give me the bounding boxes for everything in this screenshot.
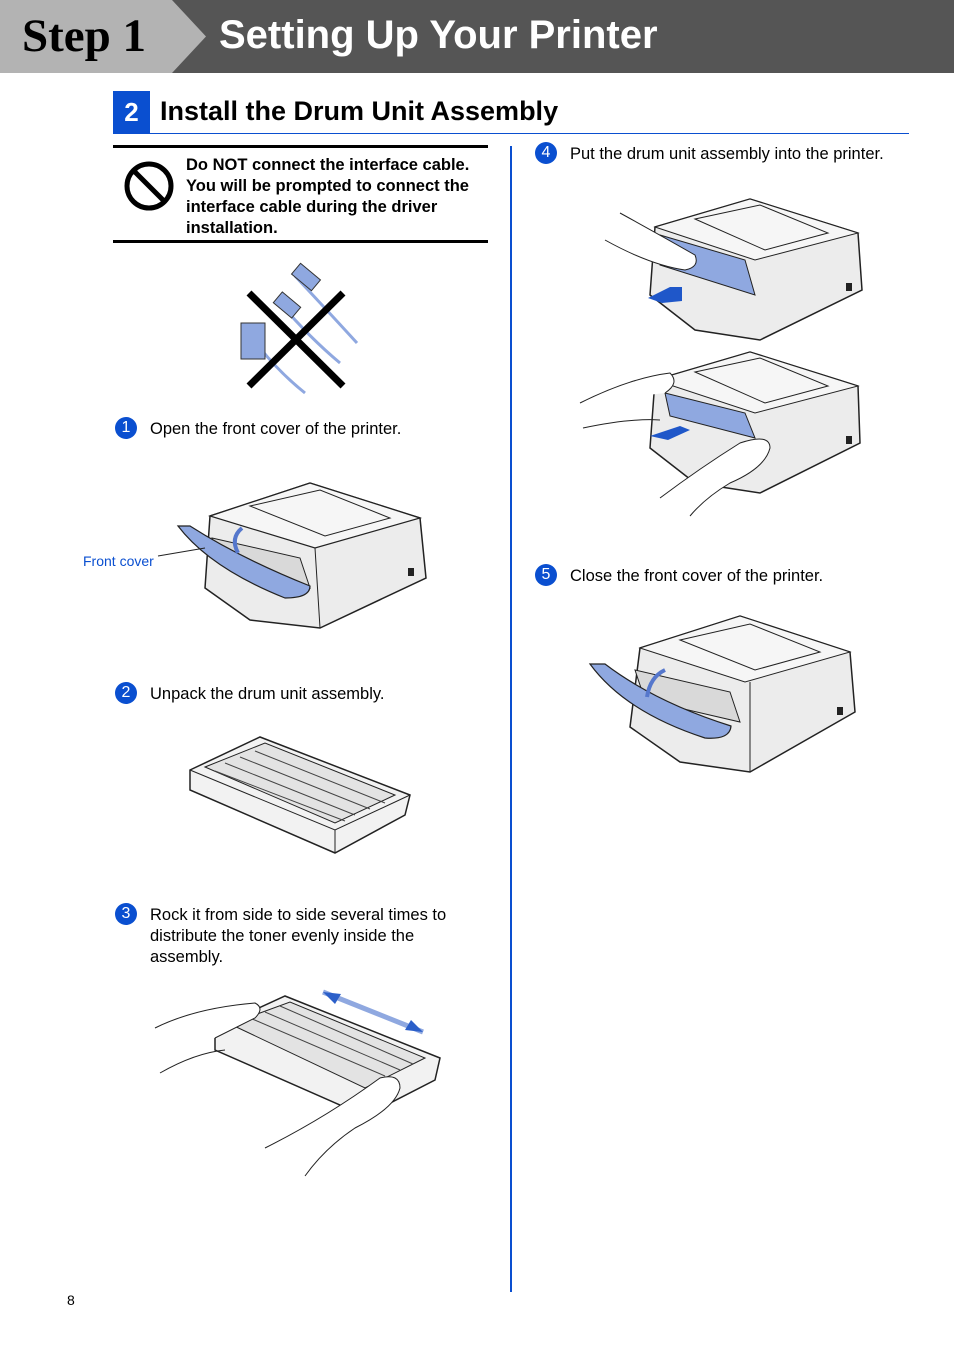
section-rule (113, 133, 909, 134)
step-text: Put the drum unit assembly into the prin… (570, 145, 884, 163)
front-cover-callout: Front cover (83, 553, 154, 569)
page-title: Setting Up Your Printer (219, 13, 658, 57)
drum-unit-illustration (189, 736, 411, 854)
step-number-badge: 5 (535, 564, 557, 586)
step-number-badge: 1 (115, 417, 137, 439)
prohibition-icon (124, 161, 174, 211)
step-text: Close the front cover of the printer. (570, 567, 824, 585)
step-text: Open the front cover of the printer. (150, 420, 402, 438)
step-text: Rock it from side to side several times … (150, 906, 447, 966)
step-number-badge: 3 (115, 903, 137, 925)
step-label: Step 1 (22, 10, 147, 62)
step-tab (0, 0, 206, 73)
insert-drum-illustration-2 (579, 351, 861, 517)
column-divider (510, 146, 512, 1292)
insert-drum-illustration-1 (604, 198, 863, 341)
printer-close-cover-illustration (588, 615, 856, 773)
step-number-badge: 2 (115, 682, 137, 704)
rocking-drum-illustration (154, 989, 441, 1177)
page-number: 8 (67, 1292, 75, 1308)
warning-bottom-rule (113, 240, 488, 243)
printer-open-cover-illustration (157, 482, 427, 629)
warning-top-rule (113, 145, 488, 148)
step-text: Unpack the drum unit assembly. (150, 685, 385, 703)
crossed-cable-illustration (240, 262, 359, 395)
warning-text: Do NOT connect the interface cable. You … (186, 156, 470, 237)
section-number-badge: 2 (113, 91, 150, 133)
step-number-badge: 4 (535, 142, 557, 164)
section-title: Install the Drum Unit Assembly (160, 96, 559, 126)
